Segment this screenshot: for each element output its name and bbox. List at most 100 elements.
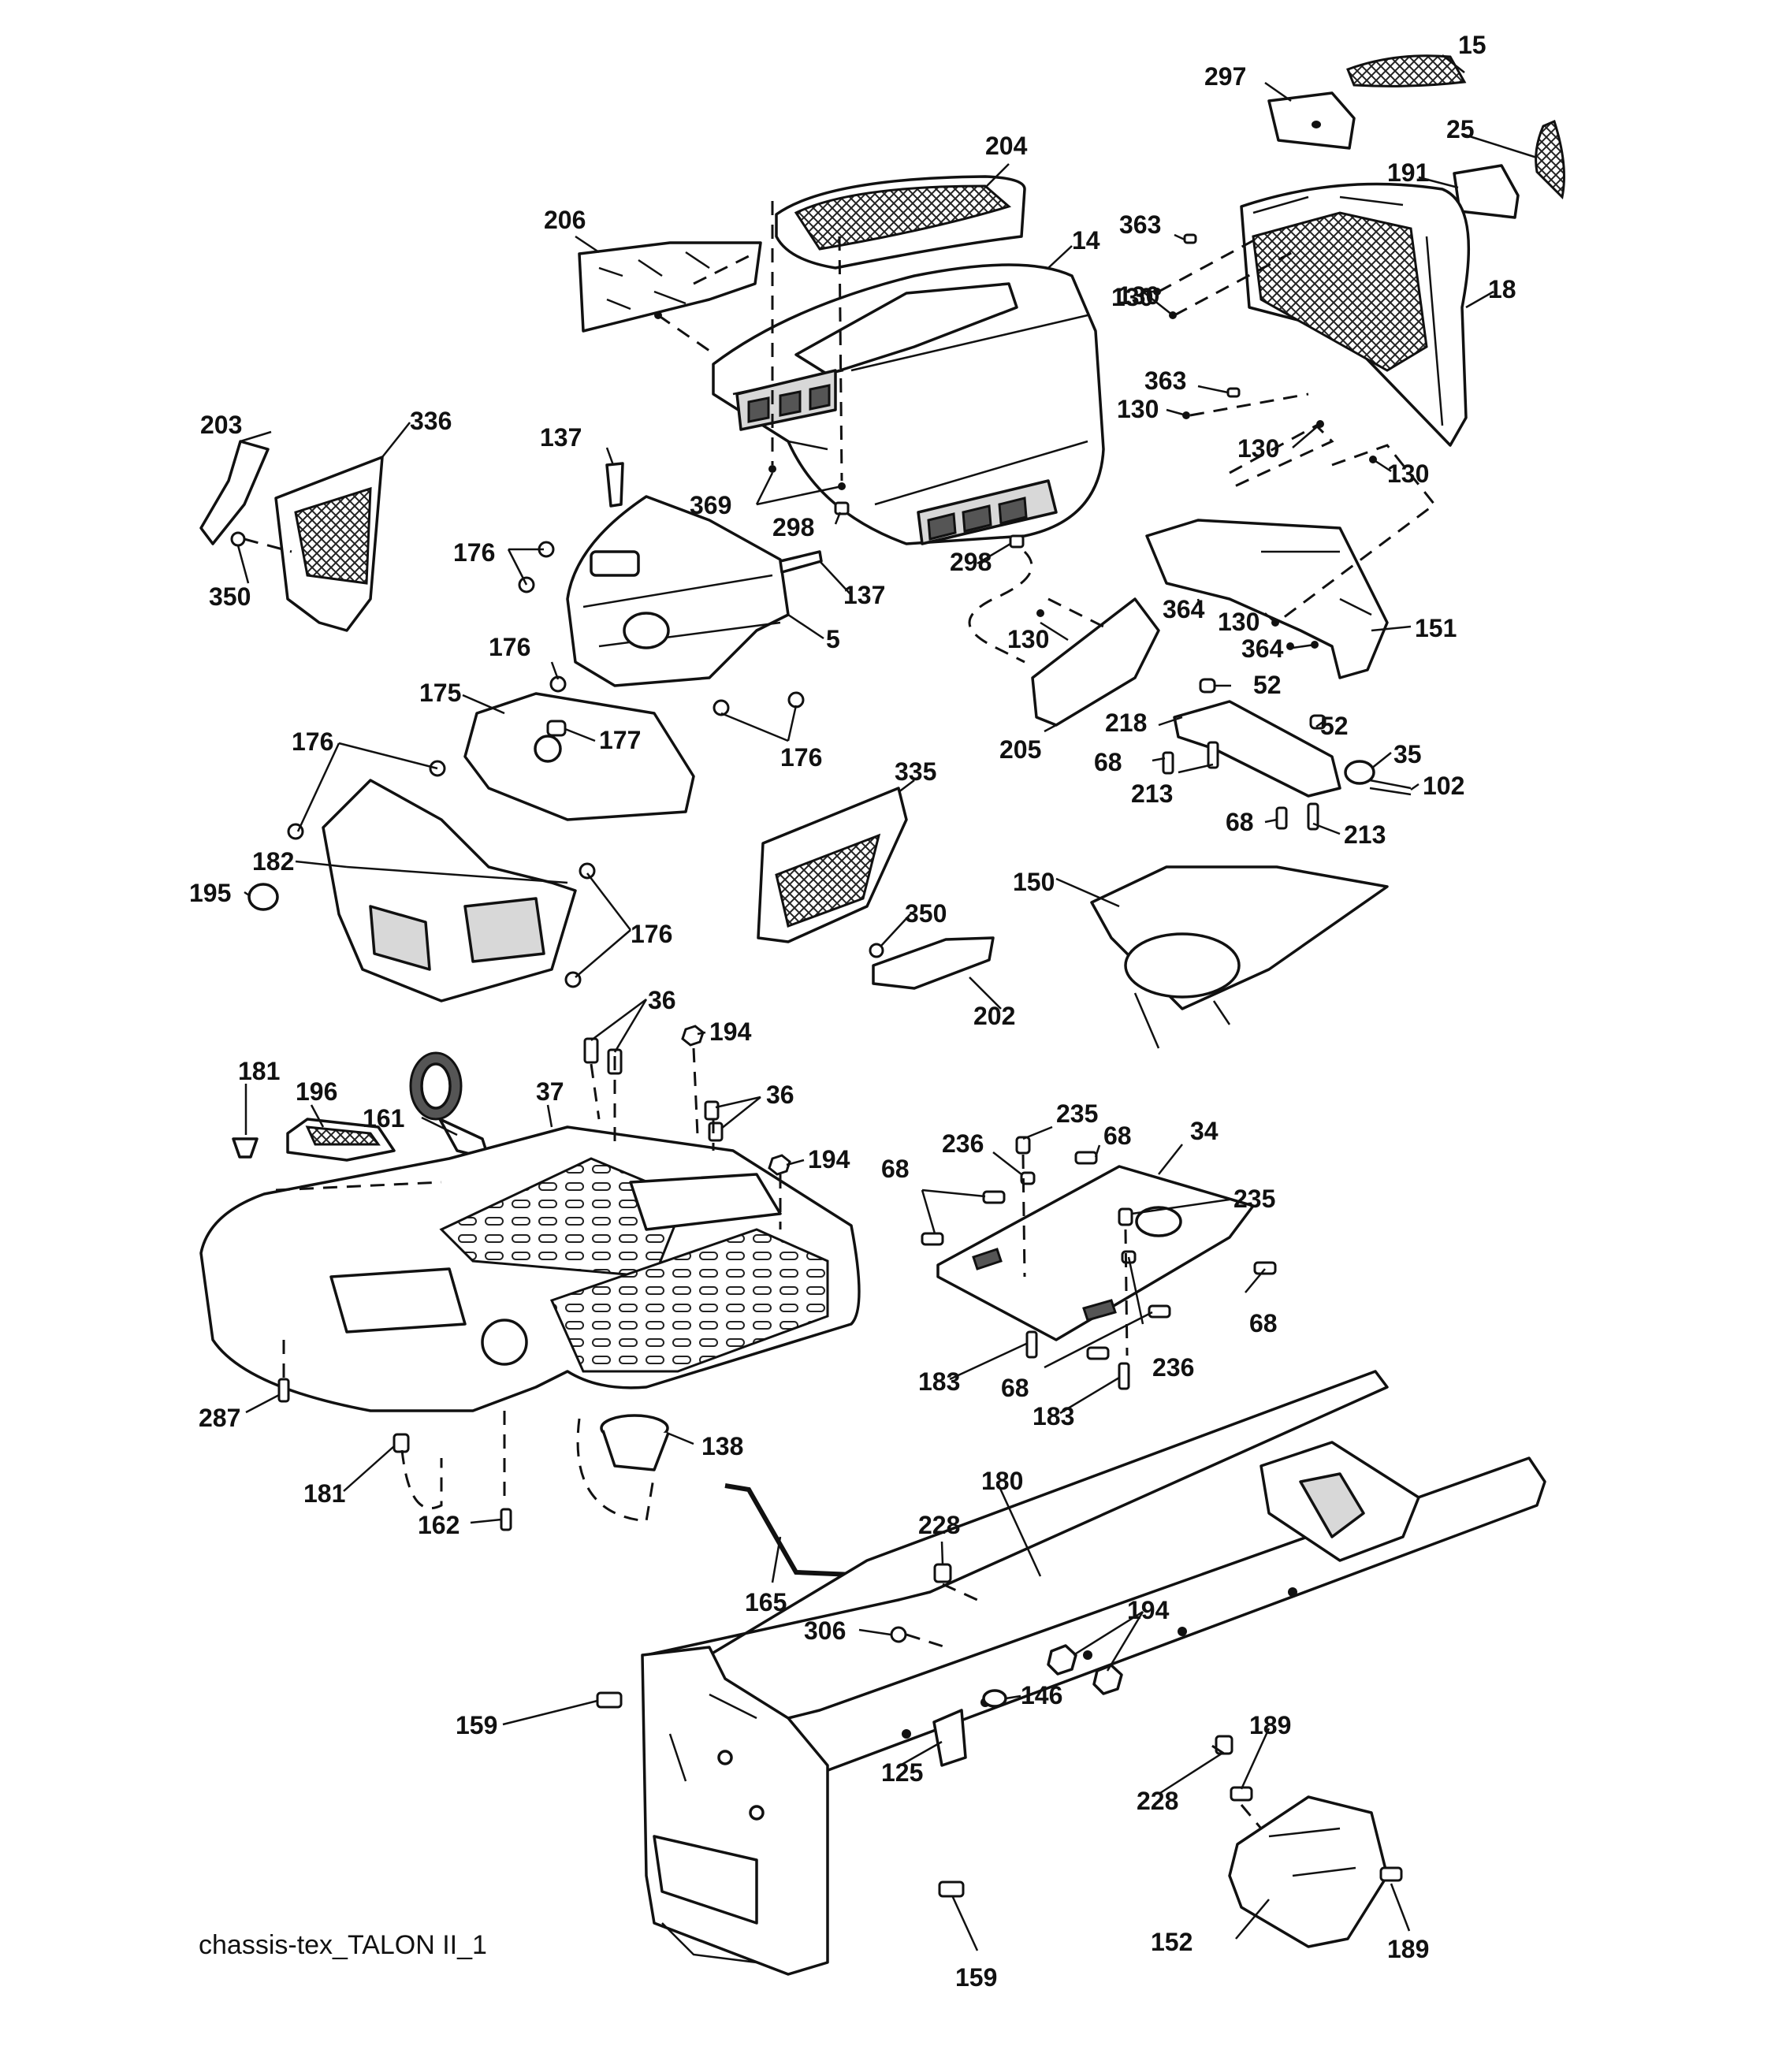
fastener-194b <box>768 1154 791 1176</box>
fasteners <box>230 233 1403 1898</box>
callout-350: 350 <box>209 582 251 611</box>
fastener-183b <box>1118 1362 1130 1390</box>
fastener-36d <box>708 1122 724 1142</box>
assembly-lines <box>244 201 1437 1829</box>
callout-130: 130 <box>1118 281 1159 310</box>
fastener-52b <box>1309 714 1326 730</box>
part-146-plug <box>982 1689 1007 1708</box>
callout-206: 206 <box>544 206 586 234</box>
callout-137: 137 <box>843 581 885 609</box>
fastener-350b <box>869 943 884 958</box>
part-203-bracket <box>199 440 270 545</box>
part-195-grommet <box>247 883 279 911</box>
callout-195: 195 <box>189 879 231 907</box>
callout-194: 194 <box>709 1017 752 1046</box>
part-5-dash <box>566 495 790 687</box>
fastener-130h <box>1036 609 1044 617</box>
fastener-287 <box>277 1378 290 1403</box>
callout-287: 287 <box>199 1404 240 1432</box>
part-37-fender <box>199 1125 861 1412</box>
callout-176: 176 <box>489 633 530 661</box>
diagram-caption: chassis-tex_TALON II_1 <box>199 1930 487 1960</box>
callout-5: 5 <box>826 625 840 653</box>
part-218-plate <box>1173 700 1341 798</box>
callout-335: 335 <box>895 757 936 786</box>
callout-130: 130 <box>1111 283 1153 311</box>
callout-68: 68 <box>881 1155 910 1183</box>
part-205-deflector <box>1031 597 1160 727</box>
fastener-176d <box>713 699 730 716</box>
fastener-36c <box>704 1100 720 1121</box>
part-336-side-grille <box>274 456 384 632</box>
fastener-68e <box>1074 1151 1098 1165</box>
part-191-cap <box>1453 164 1520 219</box>
part-151-bracket <box>1145 519 1389 679</box>
callout-196: 196 <box>296 1077 337 1106</box>
callout-52: 52 <box>1320 712 1349 740</box>
callout-159: 159 <box>456 1711 497 1739</box>
callout-130: 130 <box>1218 608 1260 636</box>
callout-176: 176 <box>453 538 495 567</box>
callout-180: 180 <box>981 1467 1023 1495</box>
callout-36: 36 <box>766 1081 794 1109</box>
fastener-235a <box>1015 1136 1031 1155</box>
part-34-seat-plate <box>936 1165 1255 1341</box>
callout-228: 228 <box>1137 1787 1178 1815</box>
callout-137: 137 <box>540 423 582 452</box>
fastener-213a <box>1207 741 1219 769</box>
fastener-350a <box>230 531 246 547</box>
part-138-seal <box>600 1414 670 1471</box>
part-35-washer <box>1344 760 1375 785</box>
fastener-176e <box>787 691 805 709</box>
part-150-shroud <box>1090 865 1389 1049</box>
callout-364: 364 <box>1163 595 1205 623</box>
callout-183: 183 <box>1033 1402 1074 1430</box>
part-297-cap <box>1267 91 1356 150</box>
part-194-nut-a <box>1047 1644 1077 1676</box>
fastener-36a <box>583 1037 599 1064</box>
part-25-lens <box>1535 119 1565 200</box>
fastener-183a <box>1025 1330 1038 1359</box>
part-137-pin-a <box>605 462 624 508</box>
fastener-298a <box>834 501 850 515</box>
callout-363: 363 <box>1144 366 1186 395</box>
callout-181: 181 <box>303 1479 345 1508</box>
callout-194: 194 <box>1127 1596 1170 1624</box>
callout-15: 15 <box>1458 31 1486 59</box>
callout-138: 138 <box>701 1432 743 1460</box>
fastener-68d <box>921 1232 944 1246</box>
callout-213: 213 <box>1344 820 1386 849</box>
fastener-68b <box>1275 806 1288 830</box>
callout-363: 363 <box>1119 210 1161 239</box>
callout-37: 37 <box>536 1077 564 1106</box>
callout-297: 297 <box>1204 62 1246 91</box>
callout-236: 236 <box>942 1129 984 1158</box>
part-181-plug-a <box>232 1137 259 1159</box>
fastener-298b <box>1009 534 1025 549</box>
fastener-189b <box>1379 1866 1403 1882</box>
callout-336: 336 <box>410 407 452 435</box>
callout-152: 152 <box>1151 1928 1193 1956</box>
fastener-159a <box>596 1691 623 1709</box>
callout-177: 177 <box>599 726 641 754</box>
callout-25: 25 <box>1446 115 1475 143</box>
fastener-235b <box>1118 1207 1133 1226</box>
part-180-frame <box>641 1370 1546 1976</box>
callout-68: 68 <box>1001 1374 1029 1402</box>
callout-189: 189 <box>1387 1935 1429 1963</box>
callout-191: 191 <box>1387 158 1429 187</box>
part-125-bracket <box>932 1709 967 1767</box>
part-206-panel <box>578 241 762 333</box>
callout-125: 125 <box>881 1758 923 1787</box>
callout-130: 130 <box>1237 434 1279 463</box>
callout-204: 204 <box>985 132 1028 160</box>
callout-165: 165 <box>745 1588 787 1616</box>
callout-235: 235 <box>1056 1099 1098 1128</box>
callout-228: 228 <box>918 1511 960 1539</box>
fastener-363b <box>1226 387 1241 398</box>
callout-35: 35 <box>1393 740 1422 768</box>
fastener-189a <box>1230 1786 1253 1802</box>
callout-203: 203 <box>200 411 242 439</box>
callout-151: 151 <box>1415 614 1457 642</box>
